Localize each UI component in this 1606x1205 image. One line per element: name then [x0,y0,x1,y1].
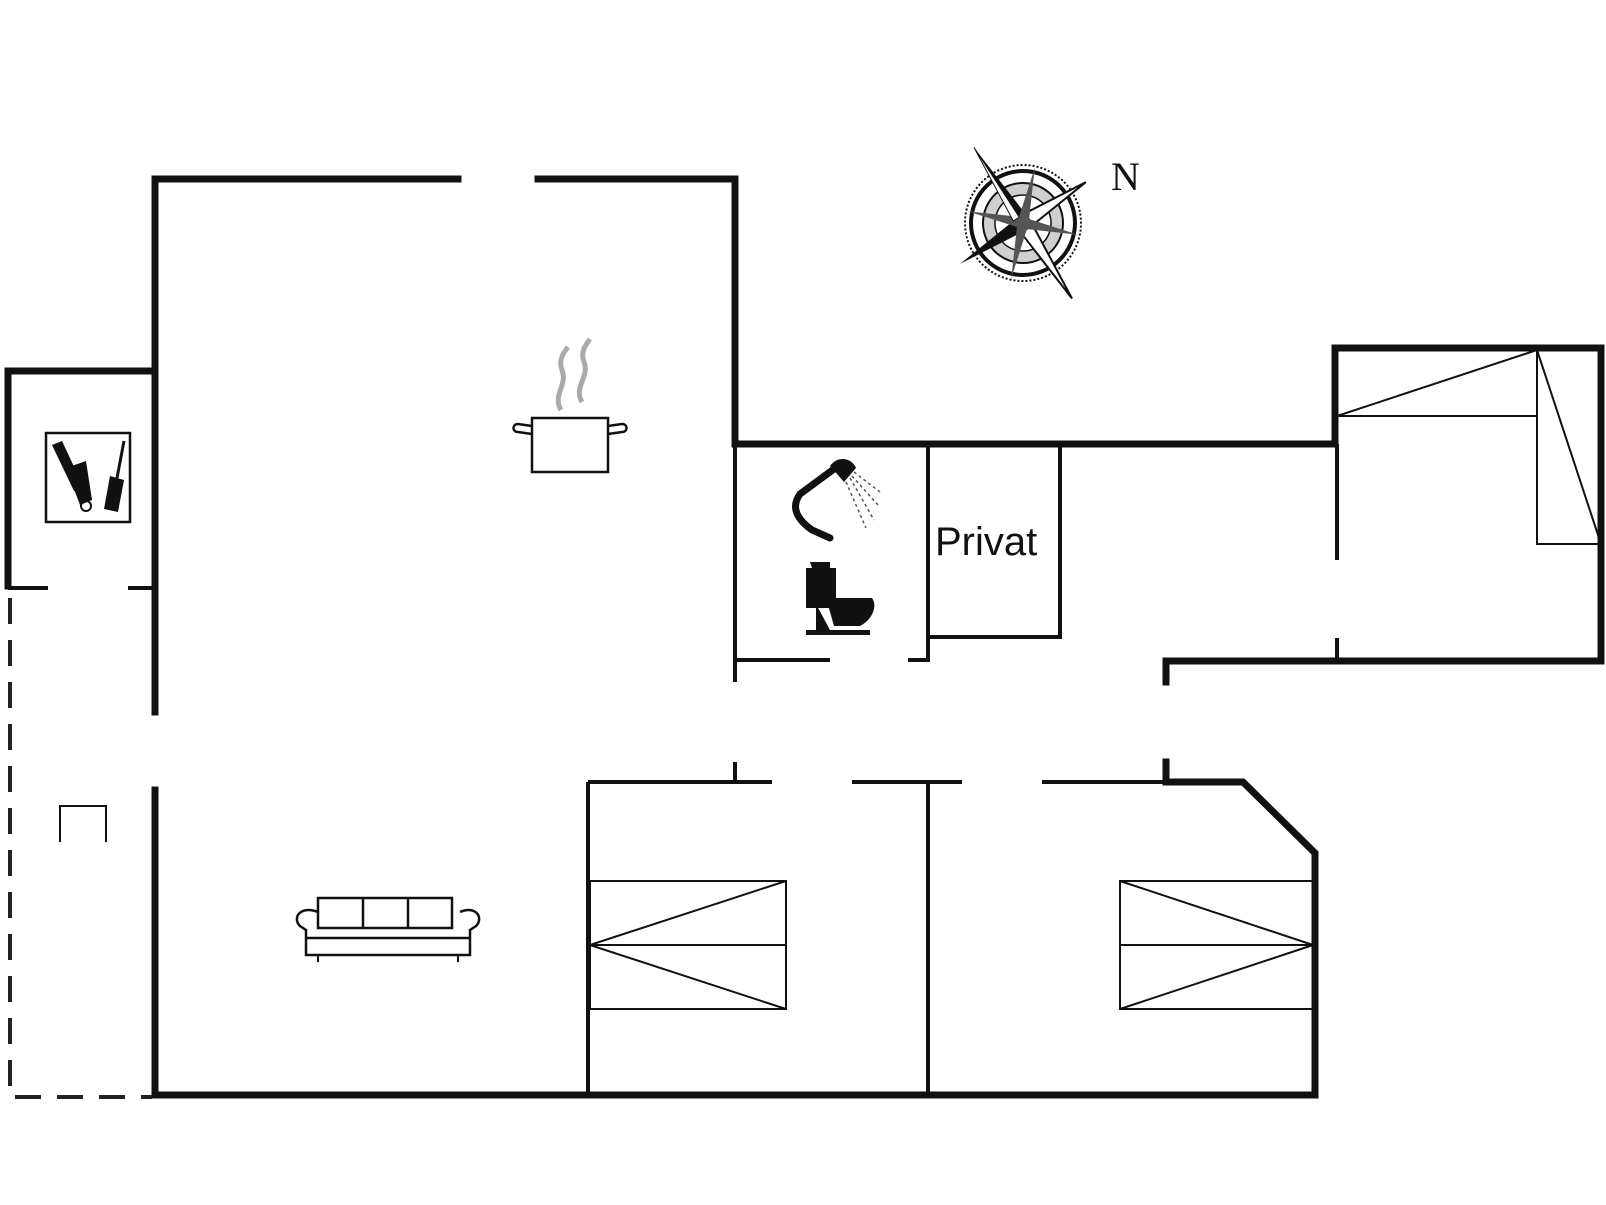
terrace-outline [8,598,152,1099]
toilet-icon [806,562,875,635]
exterior-walls [4,175,1605,1099]
bed-upper-right [1336,349,1602,545]
interior-walls [8,371,1339,1095]
bed-lower-middle [589,880,787,1010]
shower-icon [792,459,881,542]
room-label-privat: Privat [935,520,1037,564]
sofa-icon [295,896,481,962]
compass-north-label: N [1111,154,1140,199]
bed-lower-right [1119,880,1314,1010]
cooking-pot-icon [512,337,628,474]
compass-rose-icon [960,147,1087,300]
utility-tools-icon [44,431,132,524]
terrace-fixture [59,805,107,842]
